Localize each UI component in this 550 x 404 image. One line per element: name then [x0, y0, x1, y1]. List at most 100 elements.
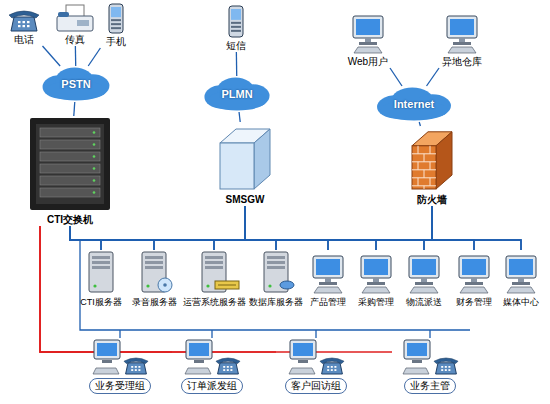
group-set [185, 340, 240, 374]
rack-unit [215, 281, 239, 289]
network-link [214, 206, 245, 250]
device-label: 运营系统服务器 [183, 296, 246, 308]
power-led [206, 284, 209, 287]
box-front [220, 143, 254, 189]
chassis-led [93, 155, 96, 158]
monitor-screen [462, 259, 486, 275]
keyboard [185, 368, 211, 374]
drive-bay [267, 266, 285, 269]
network-link [75, 46, 77, 66]
monitor-frame [506, 256, 536, 278]
monitor-graphic [497, 250, 545, 294]
fax-body [57, 16, 93, 31]
server-node: 数据库服务器 [244, 250, 308, 308]
phone-key [223, 369, 225, 371]
monitor-screen [407, 343, 427, 356]
workstation-node: 物流派送 [400, 250, 448, 308]
phone-key [334, 369, 336, 371]
disc-hole [163, 283, 167, 287]
monitor-frame [290, 340, 316, 359]
chassis-led [93, 143, 96, 146]
monitor-graphic [450, 250, 498, 294]
server-graphic [126, 250, 182, 294]
network-link [101, 206, 245, 250]
device-label: 异地仓库 [442, 56, 482, 68]
network-link [70, 226, 214, 250]
drive-bay [145, 261, 163, 264]
lan-drop [120, 330, 430, 338]
phone-key [441, 369, 443, 371]
monitor-screen [450, 19, 474, 35]
phone-key [445, 366, 447, 368]
box-front [412, 146, 436, 189]
network-link [70, 226, 474, 250]
phone-key [131, 366, 133, 368]
fax-panel [77, 20, 89, 26]
device-label: 物流派送 [406, 296, 442, 308]
brick-line [430, 146, 431, 154]
group-icon [289, 340, 344, 374]
cube-icon [220, 129, 270, 189]
device-label: 传真 [65, 34, 85, 46]
group-graphic [80, 338, 160, 376]
chassis-slot [40, 140, 100, 149]
brick-line [418, 162, 419, 170]
device-label: SMSGW [226, 194, 265, 206]
wall-graphic [404, 126, 460, 192]
monitor-graphic [338, 2, 398, 54]
monitor-frame [361, 256, 391, 278]
rack-line [218, 285, 236, 286]
monitor-screen [316, 259, 340, 275]
phone-line [40, 226, 392, 352]
user-node: Web用户 [338, 2, 398, 68]
network-link [245, 206, 376, 250]
phone-handset [434, 358, 458, 364]
monitor-base [359, 42, 377, 45]
workstation-node: 产品管理 [304, 250, 352, 308]
keyboard [410, 287, 438, 293]
monitor-icon [447, 16, 477, 53]
keyboard [448, 47, 476, 53]
phone-line [40, 226, 172, 352]
monitor-stand [459, 38, 465, 42]
network-link [70, 226, 521, 250]
network-link [70, 226, 154, 250]
network-link [427, 68, 440, 86]
server-icon [264, 252, 294, 292]
chassis-panel [36, 124, 104, 204]
db-disk [280, 281, 294, 289]
drive-bay [267, 261, 285, 264]
monitor-graphic [304, 250, 352, 294]
phone-base [322, 363, 343, 374]
power-led [93, 284, 96, 287]
monitor-stand [365, 38, 371, 42]
network-name: PSTN [61, 78, 90, 90]
phone-handset [216, 358, 240, 364]
monitor-base [465, 282, 483, 285]
monitor-frame [94, 340, 120, 359]
chassis-led [93, 131, 96, 134]
phone-key [448, 369, 450, 371]
device-label: 采购管理 [358, 296, 394, 308]
keyboard [362, 287, 390, 293]
group-icon [93, 340, 148, 374]
cloud-icon [43, 67, 110, 100]
monitor-frame [459, 256, 489, 278]
network-cloud: Internet [372, 86, 456, 122]
server-node: 录音服务器 [126, 250, 182, 308]
network-link [328, 206, 432, 250]
network-cloud: PSTN [38, 66, 114, 102]
monitor-icon [353, 16, 383, 53]
workstation-node: 财务管理 [450, 250, 498, 308]
chassis-led [93, 179, 96, 182]
phone-line [40, 226, 80, 352]
drive-bay [92, 261, 110, 264]
network-link [239, 112, 240, 122]
network-link [70, 226, 424, 250]
phone-key [23, 25, 26, 27]
mobile-icon [229, 6, 243, 37]
phone-key [230, 366, 232, 368]
fax-icon [57, 5, 93, 31]
keyboard [460, 287, 488, 293]
monitor-icon [506, 256, 536, 293]
